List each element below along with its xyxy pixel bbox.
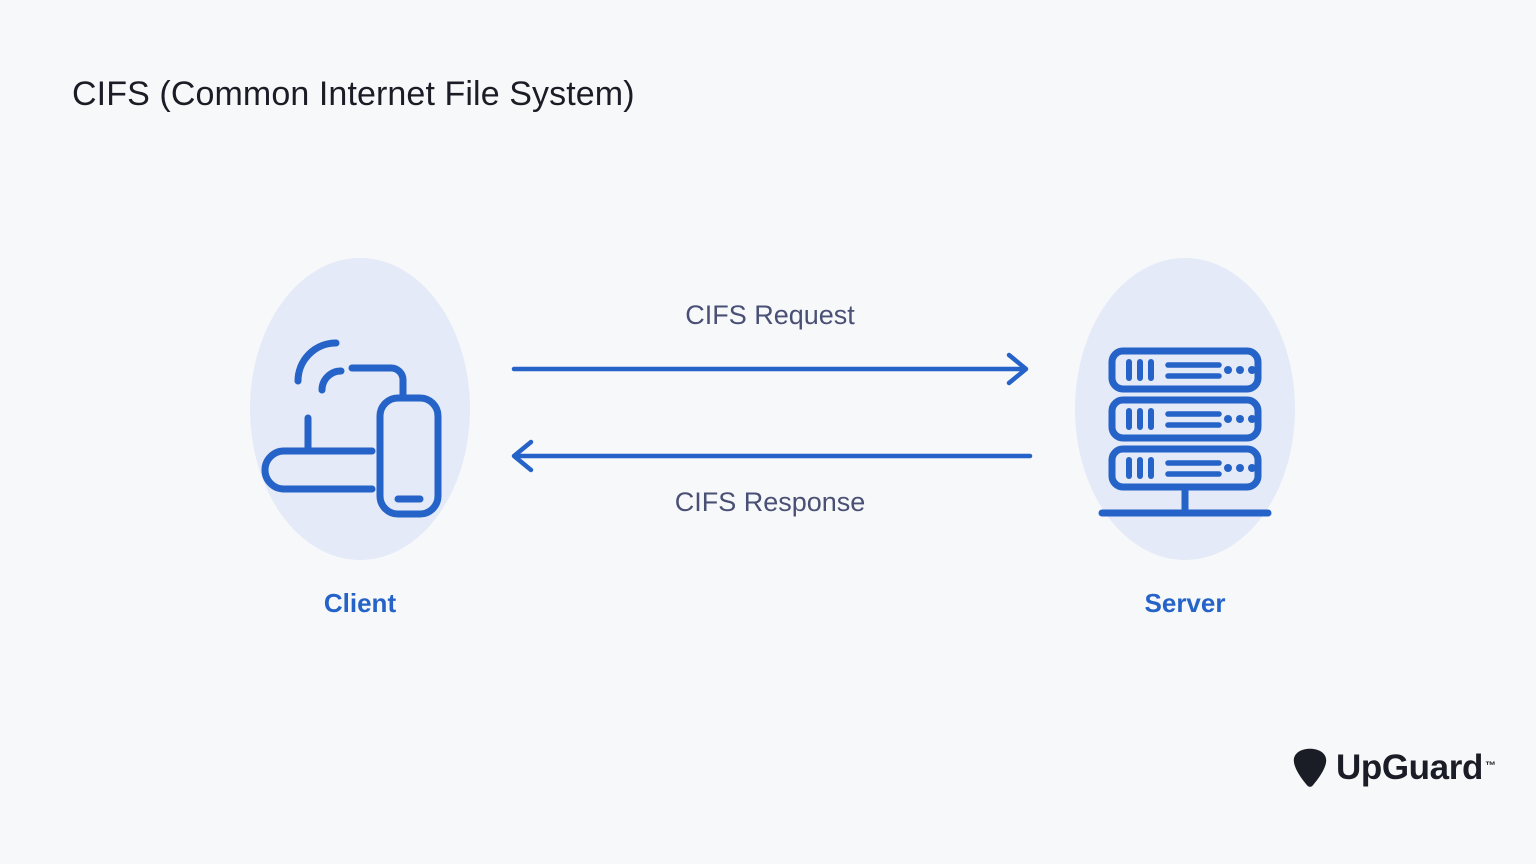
page-title: CIFS (Common Internet File System) (72, 75, 635, 113)
flow-arrows (511, 352, 1033, 473)
flow-group: CIFS Request CIFS Response (480, 280, 1060, 540)
trademark-symbol: ™ (1484, 760, 1496, 772)
arrow-left-icon (511, 439, 1033, 473)
node-label-client: Client (323, 588, 397, 618)
node-label-server: Server (1144, 588, 1226, 618)
flow-label-request: CIFS Request (685, 300, 855, 330)
brand-name: UpGuard (1336, 748, 1483, 787)
node-client: Client (250, 258, 470, 618)
arrow-right-icon (511, 352, 1029, 386)
node-server: Server (1075, 258, 1295, 618)
router-and-mobile-device-icon (261, 339, 442, 518)
server-rack-icon (1098, 347, 1272, 517)
flow-label-response: CIFS Response (674, 487, 866, 517)
upguard-pick-logo-icon (1293, 748, 1327, 787)
